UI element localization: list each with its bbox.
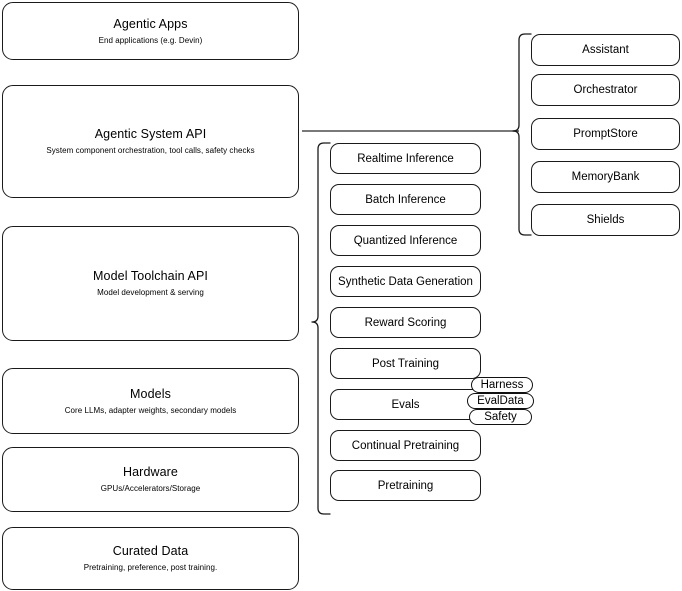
layer-title: Model Toolchain API [93, 269, 208, 283]
toolchain-component-batch-inference[interactable]: Batch Inference [330, 184, 481, 215]
toolchain-component-post-training[interactable]: Post Training [330, 348, 481, 379]
pill-label: Safety [484, 411, 517, 423]
toolchain-component-realtime-inference[interactable]: Realtime Inference [330, 143, 481, 174]
layer-subtitle: System component orchestration, tool cal… [46, 146, 255, 155]
stack-layer-agentic-system-api[interactable]: Agentic System API System component orch… [2, 85, 299, 198]
chip-label: Batch Inference [365, 193, 446, 206]
chip-label: Assistant [582, 44, 629, 56]
layer-title: Agentic Apps [113, 16, 188, 31]
layer-subtitle: Model development & serving [97, 288, 204, 297]
chip-label: Reward Scoring [364, 316, 447, 329]
evals-subcomponent-evaldata[interactable]: EvalData [467, 393, 534, 409]
stack-layer-hardware[interactable]: Hardware GPUs/Accelerators/Storage [2, 447, 299, 512]
chip-label: Orchestrator [573, 84, 638, 96]
layer-title: Agentic System API [94, 127, 207, 141]
toolchain-component-evals[interactable]: Evals [330, 389, 481, 420]
chip-label: Synthetic Data Generation [338, 275, 473, 288]
chip-label: Pretraining [377, 479, 434, 492]
system-component-memorybank[interactable]: MemoryBank [531, 161, 680, 193]
pill-label: Harness [480, 379, 524, 391]
stack-layer-model-toolchain-api[interactable]: Model Toolchain API Model development & … [2, 226, 299, 341]
layer-subtitle: Pretraining, preference, post training. [83, 563, 218, 572]
toolchain-component-synthetic-data-generation[interactable]: Synthetic Data Generation [330, 266, 481, 297]
chip-label: PromptStore [573, 128, 638, 140]
system-component-promptstore[interactable]: PromptStore [531, 118, 680, 150]
evals-subcomponent-harness[interactable]: Harness [471, 377, 533, 393]
layer-subtitle: End applications (e.g. Devin) [98, 35, 203, 45]
stack-layer-curated-data[interactable]: Curated Data Pretraining, preference, po… [2, 527, 299, 590]
evals-subcomponent-safety[interactable]: Safety [469, 409, 532, 425]
layer-title: Models [130, 386, 171, 401]
stack-layer-agentic-apps[interactable]: Agentic Apps End applications (e.g. Devi… [2, 2, 299, 60]
layer-subtitle: GPUs/Accelerators/Storage [100, 484, 201, 493]
toolchain-component-quantized-inference[interactable]: Quantized Inference [330, 225, 481, 256]
toolchain-component-reward-scoring[interactable]: Reward Scoring [330, 307, 481, 338]
system-component-shields[interactable]: Shields [531, 204, 680, 236]
system-component-assistant[interactable]: Assistant [531, 34, 680, 66]
pill-label: EvalData [477, 395, 524, 407]
chip-label: Post Training [371, 357, 440, 370]
chip-label: Evals [391, 398, 420, 411]
system-component-orchestrator[interactable]: Orchestrator [531, 74, 680, 106]
chip-label: Shields [586, 214, 625, 226]
layer-title: Curated Data [112, 544, 189, 558]
toolchain-component-pretraining[interactable]: Pretraining [330, 470, 481, 501]
layer-subtitle: Core LLMs, adapter weights, secondary mo… [64, 405, 237, 415]
chip-label: Realtime Inference [357, 152, 454, 165]
chip-label: Quantized Inference [353, 234, 458, 247]
chip-label: Continual Pretraining [351, 439, 460, 452]
chip-label: MemoryBank [571, 171, 640, 183]
layer-title: Hardware [123, 465, 178, 479]
toolchain-component-continual-pretraining[interactable]: Continual Pretraining [330, 430, 481, 461]
stack-layer-models[interactable]: Models Core LLMs, adapter weights, secon… [2, 368, 299, 434]
